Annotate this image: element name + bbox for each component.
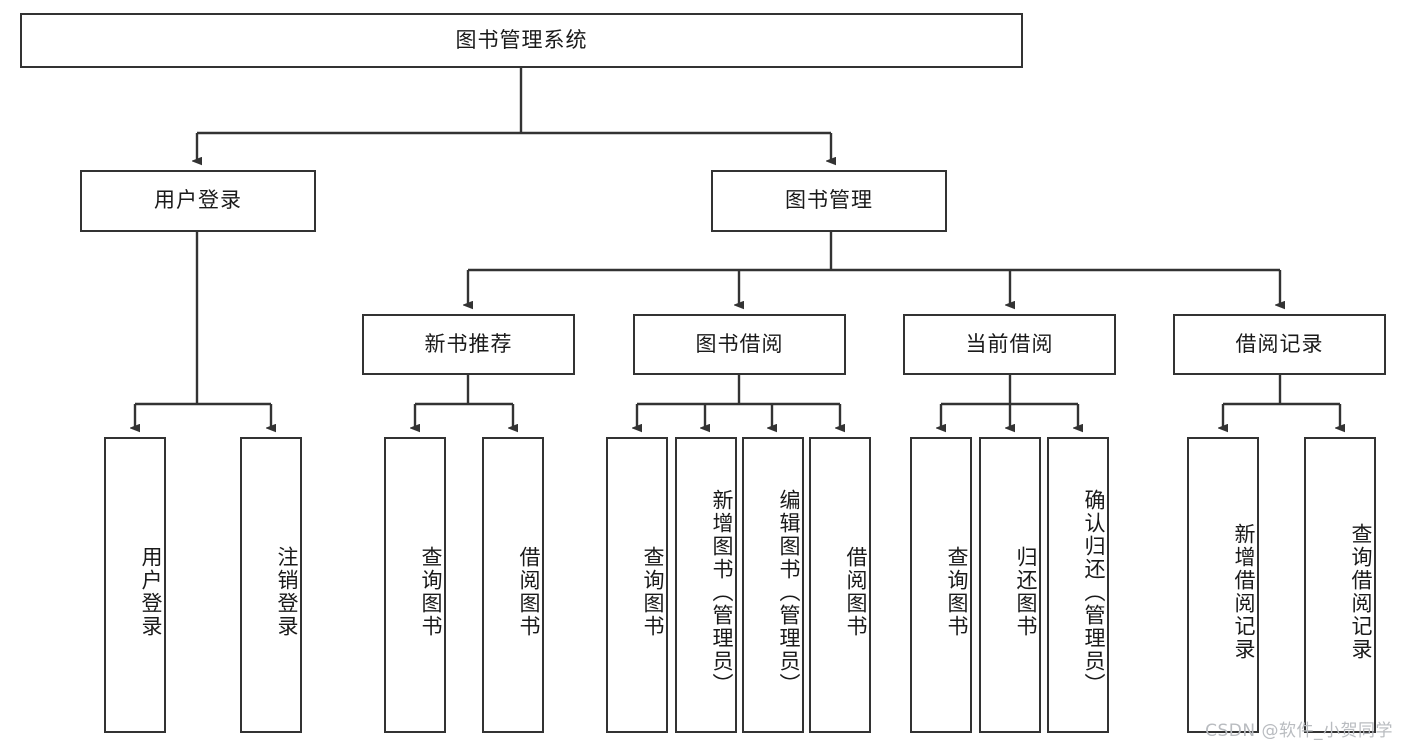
leaf-user-login-login-label: 用户登录 — [139, 546, 163, 638]
leaf-current-return-book[interactable]: 归还图书 — [979, 437, 1041, 733]
node-user-login[interactable]: 用户登录 — [80, 170, 316, 232]
watermark: CSDN @软件_小贺同学 — [1205, 721, 1393, 741]
leaf-borrow-edit-book[interactable]: 编辑图书（管理员） — [742, 437, 804, 733]
leaf-record-add-record-label: 新增借阅记录 — [1232, 523, 1256, 661]
leaf-borrow-add-book-label: 新增图书（管理员） — [710, 488, 734, 696]
node-current-borrow-label: 当前借阅 — [965, 331, 1054, 356]
leaf-user-login-logout[interactable]: 注销登录 — [240, 437, 302, 733]
leaf-borrow-query-book-label: 查询图书 — [641, 546, 665, 638]
node-book-borrow-label: 图书借阅 — [695, 331, 784, 356]
leaf-borrow-edit-book-label: 编辑图书（管理员） — [777, 488, 801, 696]
leaf-record-query-record[interactable]: 查询借阅记录 — [1304, 437, 1376, 733]
leaf-recommend-borrow-book[interactable]: 借阅图书 — [482, 437, 544, 733]
node-borrow-record-label: 借阅记录 — [1235, 331, 1324, 356]
leaf-current-query-book[interactable]: 查询图书 — [910, 437, 972, 733]
node-borrow-record[interactable]: 借阅记录 — [1173, 314, 1386, 375]
leaf-borrow-borrow-book[interactable]: 借阅图书 — [809, 437, 871, 733]
leaf-user-login-logout-label: 注销登录 — [275, 546, 299, 638]
node-book-management-label: 图书管理 — [785, 188, 873, 213]
leaf-current-return-book-label: 归还图书 — [1014, 546, 1038, 638]
node-new-book-recommend-label: 新书推荐 — [424, 331, 513, 356]
node-book-management[interactable]: 图书管理 — [711, 170, 947, 232]
leaf-recommend-borrow-book-label: 借阅图书 — [517, 546, 541, 638]
leaf-user-login-login[interactable]: 用户登录 — [104, 437, 166, 733]
leaf-recommend-query-book-label: 查询图书 — [419, 546, 443, 638]
leaf-record-query-record-label: 查询借阅记录 — [1349, 523, 1373, 661]
node-root[interactable]: 图书管理系统 — [20, 13, 1023, 68]
leaf-record-add-record[interactable]: 新增借阅记录 — [1187, 437, 1259, 733]
node-book-borrow[interactable]: 图书借阅 — [633, 314, 846, 375]
node-current-borrow[interactable]: 当前借阅 — [903, 314, 1116, 375]
leaf-borrow-query-book[interactable]: 查询图书 — [606, 437, 668, 733]
node-root-label: 图书管理系统 — [455, 27, 588, 52]
node-user-login-label: 用户登录 — [154, 188, 242, 213]
leaf-borrow-add-book[interactable]: 新增图书（管理员） — [675, 437, 737, 733]
node-new-book-recommend[interactable]: 新书推荐 — [362, 314, 575, 375]
leaf-borrow-borrow-book-label: 借阅图书 — [844, 546, 868, 638]
leaf-current-query-book-label: 查询图书 — [945, 546, 969, 638]
leaf-current-confirm-return[interactable]: 确认归还（管理员） — [1047, 437, 1109, 733]
leaf-recommend-query-book[interactable]: 查询图书 — [384, 437, 446, 733]
leaf-current-confirm-return-label: 确认归还（管理员） — [1082, 488, 1106, 696]
